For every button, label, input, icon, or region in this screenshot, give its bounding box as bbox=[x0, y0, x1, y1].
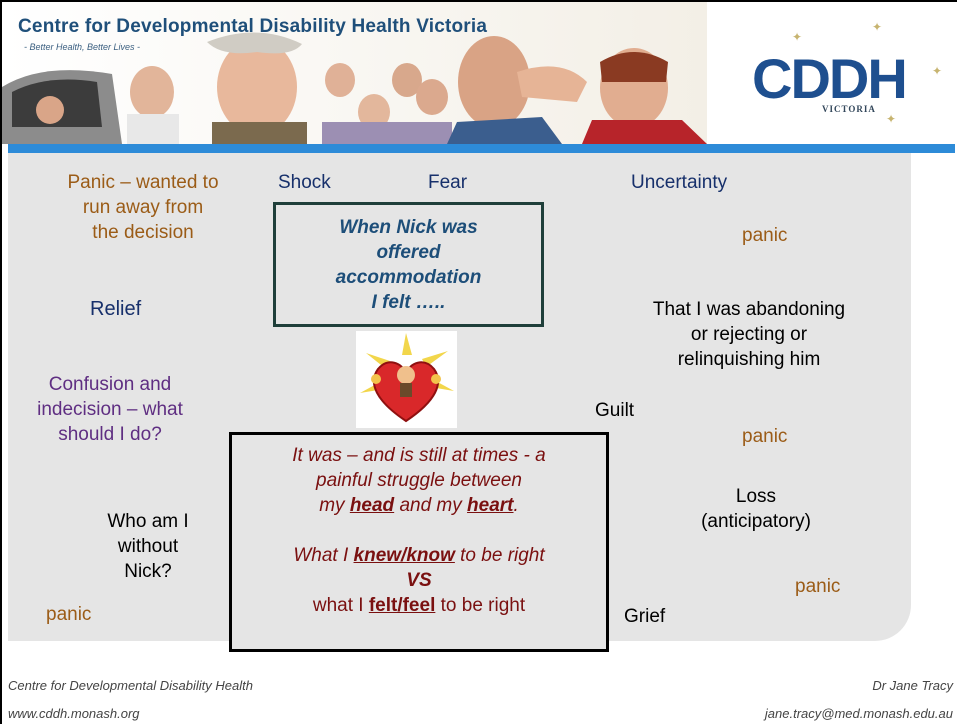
struggle-line-3: my head and my heart. bbox=[232, 493, 606, 518]
struggle-line-1: It was – and is still at times - a bbox=[292, 445, 546, 466]
text-line: That I was abandoning bbox=[652, 299, 846, 320]
text-span: What I bbox=[293, 545, 354, 566]
abandoning-text: That I was abandoning or rejecting or re… bbox=[618, 297, 880, 372]
text-span: and my bbox=[394, 495, 468, 516]
text-line: Confusion and bbox=[48, 374, 172, 395]
cddh-logo: CDDH bbox=[752, 47, 908, 110]
spacer bbox=[232, 518, 606, 543]
text-line: I felt ….. bbox=[371, 291, 446, 313]
guilt-text: Guilt bbox=[595, 400, 635, 421]
star-icon: ✦ bbox=[932, 64, 943, 78]
text-line: indecision – what bbox=[37, 399, 183, 420]
text-line: Nick? bbox=[124, 561, 172, 582]
header-banner: Centre for Developmental Disability Heal… bbox=[2, 2, 955, 144]
cddh-logo-subtitle: VICTORIA bbox=[822, 104, 876, 114]
who-am-i-text: Who am I without Nick? bbox=[88, 509, 208, 584]
text-line: (anticipatory) bbox=[701, 511, 811, 532]
text-line: without bbox=[117, 536, 179, 557]
panic-run-away-text: Panic – wanted to run away from the deci… bbox=[38, 170, 248, 245]
text-span: . bbox=[513, 495, 519, 516]
shock-text: Shock bbox=[278, 172, 331, 193]
text-line: the decision bbox=[92, 222, 194, 243]
text-line: Who am I bbox=[107, 511, 189, 532]
struggle-line-4: What I knew/know to be right bbox=[232, 543, 606, 568]
slide-border-top bbox=[0, 0, 957, 2]
star-icon: ✦ bbox=[886, 112, 897, 126]
felt-word: felt/feel bbox=[368, 595, 436, 616]
text-span: to be right bbox=[454, 545, 545, 566]
slide-border-left bbox=[0, 0, 2, 724]
struggle-line-2: painful struggle between bbox=[316, 470, 522, 491]
text-line: Loss bbox=[735, 486, 777, 507]
text-line: run away from bbox=[82, 197, 204, 218]
when-offered-box: When Nick was offered accommodation I fe… bbox=[273, 202, 544, 327]
footer-url: www.cddh.monash.org bbox=[8, 706, 140, 721]
uncertainty-text: Uncertainty bbox=[631, 172, 728, 193]
footer-author: Dr Jane Tracy bbox=[872, 678, 953, 693]
text-span: what I bbox=[312, 595, 369, 616]
heart-word: heart bbox=[467, 495, 514, 516]
accent-bar bbox=[8, 144, 955, 153]
text-line: Panic – wanted to bbox=[67, 172, 219, 193]
fear-text: Fear bbox=[428, 172, 468, 193]
struggling-heart-clipart bbox=[356, 331, 457, 428]
text-line: should I do? bbox=[58, 424, 162, 445]
text-line: or rejecting or bbox=[690, 324, 808, 345]
vs-text: VS bbox=[406, 570, 432, 591]
organization-title: Centre for Developmental Disability Heal… bbox=[18, 16, 488, 37]
organization-tagline: - Better Health, Better Lives - bbox=[24, 42, 141, 52]
text-line: When Nick was bbox=[339, 216, 478, 238]
photo-strip-image bbox=[2, 2, 707, 144]
panic-text-3: panic bbox=[795, 576, 841, 597]
struggle-box: It was – and is still at times - a painf… bbox=[229, 432, 609, 652]
loss-text: Loss (anticipatory) bbox=[676, 484, 836, 534]
text-span: my bbox=[319, 495, 350, 516]
when-offered-text: When Nick was offered accommodation I fe… bbox=[336, 215, 482, 315]
relief-text: Relief bbox=[90, 298, 142, 320]
panic-text-4: panic bbox=[46, 604, 92, 625]
struggle-line-5: what I felt/feel to be right bbox=[232, 593, 606, 618]
panic-text-1: panic bbox=[742, 225, 788, 246]
text-line: accommodation bbox=[335, 266, 482, 288]
panic-text-2: panic bbox=[742, 426, 788, 447]
text-line: offered bbox=[376, 241, 441, 263]
head-word: head bbox=[349, 495, 395, 516]
text-line: relinquishing him bbox=[677, 349, 821, 370]
star-icon: ✦ bbox=[792, 30, 803, 44]
text-span: to be right bbox=[435, 595, 526, 616]
footer-organization: Centre for Developmental Disability Heal… bbox=[8, 678, 253, 693]
star-icon: ✦ bbox=[872, 20, 883, 34]
grief-text: Grief bbox=[624, 606, 666, 627]
footer-email: jane.tracy@med.monash.edu.au bbox=[764, 706, 953, 721]
confusion-text: Confusion and indecision – what should I… bbox=[10, 372, 210, 447]
knew-word: knew/know bbox=[353, 545, 455, 566]
